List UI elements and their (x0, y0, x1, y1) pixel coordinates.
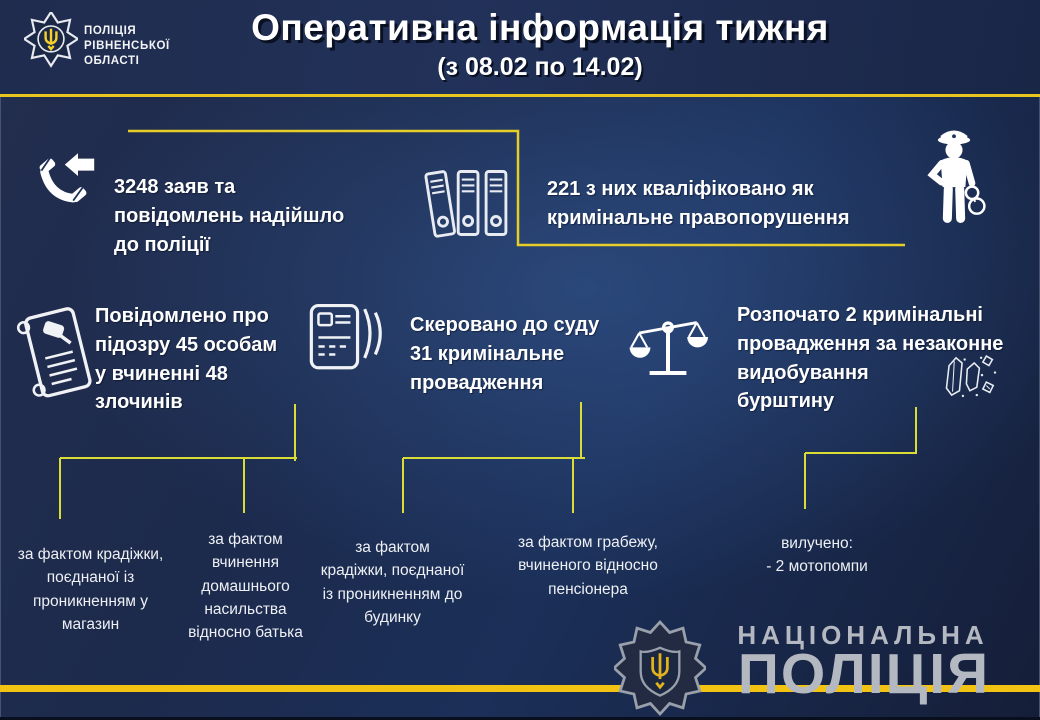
detail-theft-house: за фактом крадіжки, поєднаної із проникн… (320, 539, 465, 626)
stat-amber-mining: Розпочато 2 кримінальні провадження за н… (737, 304, 1004, 413)
detail-domestic-violence: за фактом вчинення домашнього насильства… (188, 531, 303, 641)
scales-icon (629, 321, 708, 375)
stat-criminal-offences: 221 з них кваліфіковано як кримінальне п… (547, 178, 850, 229)
page-title: Оперативна інформація тижня (251, 7, 829, 48)
phone-incoming-icon (39, 153, 95, 203)
national-police-badge-icon (614, 619, 706, 717)
footer-yellow-bar (0, 685, 1040, 692)
stat-suspicions: Повідомлено про підозру 45 особам у вчин… (95, 305, 278, 414)
gavel-icon (43, 321, 72, 345)
policeman-icon (927, 130, 986, 223)
header-banner: ПОЛІЦІЯ РІВНЕНСЬКОЇ ОБЛАСТІ Оперативна і… (0, 0, 1040, 97)
trident-icon (44, 28, 58, 52)
trident-icon (651, 653, 669, 690)
scroll-gavel-icon (16, 307, 92, 398)
detail-robbery-pensioner: за фактом грабежу, вчиненого відносно пе… (518, 534, 658, 598)
binders-icon (424, 170, 508, 238)
amber-crystals-icon (945, 355, 997, 398)
date-range: (з 08.02 по 14.02) (437, 53, 643, 81)
detail-theft-shop: за фактом крадіжки, поєднаної із проникн… (17, 546, 164, 633)
court-files-icon (309, 303, 382, 370)
police-star-badge-icon (24, 12, 78, 68)
detail-seized-pumps: вилучено: - 2 мотопомпи (766, 535, 868, 576)
stat-calls: 3248 заяв та повідомлень надійшло до пол… (114, 176, 345, 256)
brand-national: НАЦІОНАЛЬНА (737, 620, 989, 650)
stat-court-cases: Скеровано до суду 31 кримінальне провадж… (410, 314, 600, 394)
brand-police: ПОЛІЦІЯ (737, 642, 991, 706)
bottom-edge (0, 717, 1040, 720)
org-name: ПОЛІЦІЯ РІВНЕНСЬКОЇ ОБЛАСТІ (84, 25, 170, 67)
